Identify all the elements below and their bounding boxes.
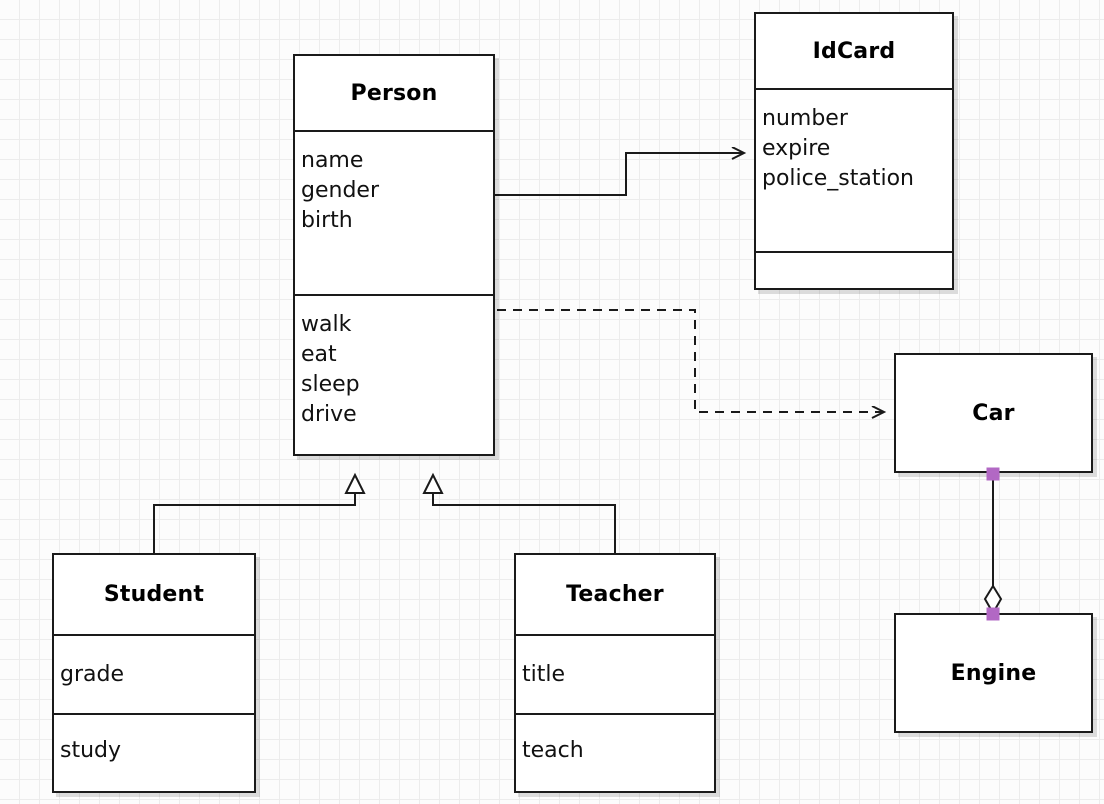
attribute-item: grade (60, 661, 124, 687)
class-box-idcard[interactable]: IdCard number expire police_station (754, 12, 954, 290)
relationship-person-car[interactable] (497, 309, 884, 412)
attribute-item: gender (301, 178, 379, 203)
attribute-item: police_station (762, 166, 914, 191)
relationship-person-idcard[interactable] (495, 153, 744, 196)
class-name-engine: Engine (950, 660, 1037, 686)
operation-item: drive (301, 402, 357, 427)
class-name-car: Car (972, 400, 1015, 426)
class-box-car[interactable]: Car (894, 353, 1093, 473)
operation-item: eat (301, 342, 337, 367)
attribute-item: birth (301, 208, 353, 233)
class-box-engine[interactable]: Engine (894, 613, 1093, 733)
relationship-teacher-person[interactable] (422, 472, 616, 553)
class-name-teacher: Teacher (566, 582, 664, 607)
class-box-student[interactable]: Student grade study (52, 553, 256, 793)
operation-item: walk (301, 312, 352, 337)
operation-item: study (60, 738, 122, 763)
class-attributes-student: grade (54, 634, 254, 713)
operation-item: teach (522, 738, 584, 763)
edge-handle-target[interactable] (986, 607, 1000, 621)
class-operations-student: study (54, 713, 254, 787)
class-attributes-teacher: title (516, 634, 714, 713)
class-box-person[interactable]: Person name gender birth walk eat sleep … (293, 54, 495, 456)
class-attributes-idcard: number expire police_station (756, 88, 952, 251)
edge-handle-source[interactable] (986, 467, 1000, 481)
class-box-teacher[interactable]: Teacher title teach (514, 553, 716, 793)
class-operations-idcard (756, 251, 952, 286)
class-name-person: Person (350, 80, 438, 106)
attribute-item: expire (762, 136, 831, 161)
attribute-item: name (301, 148, 364, 173)
operation-item: sleep (301, 372, 360, 397)
class-operations-person: walk eat sleep drive (295, 294, 493, 454)
attribute-item: title (522, 661, 566, 687)
class-operations-teacher: teach (516, 713, 714, 787)
attribute-item: number (762, 106, 848, 131)
class-attributes-person: name gender birth (295, 130, 493, 294)
class-name-idcard: IdCard (812, 38, 896, 64)
class-name-student: Student (103, 582, 205, 607)
relationship-student-person[interactable] (153, 472, 366, 553)
